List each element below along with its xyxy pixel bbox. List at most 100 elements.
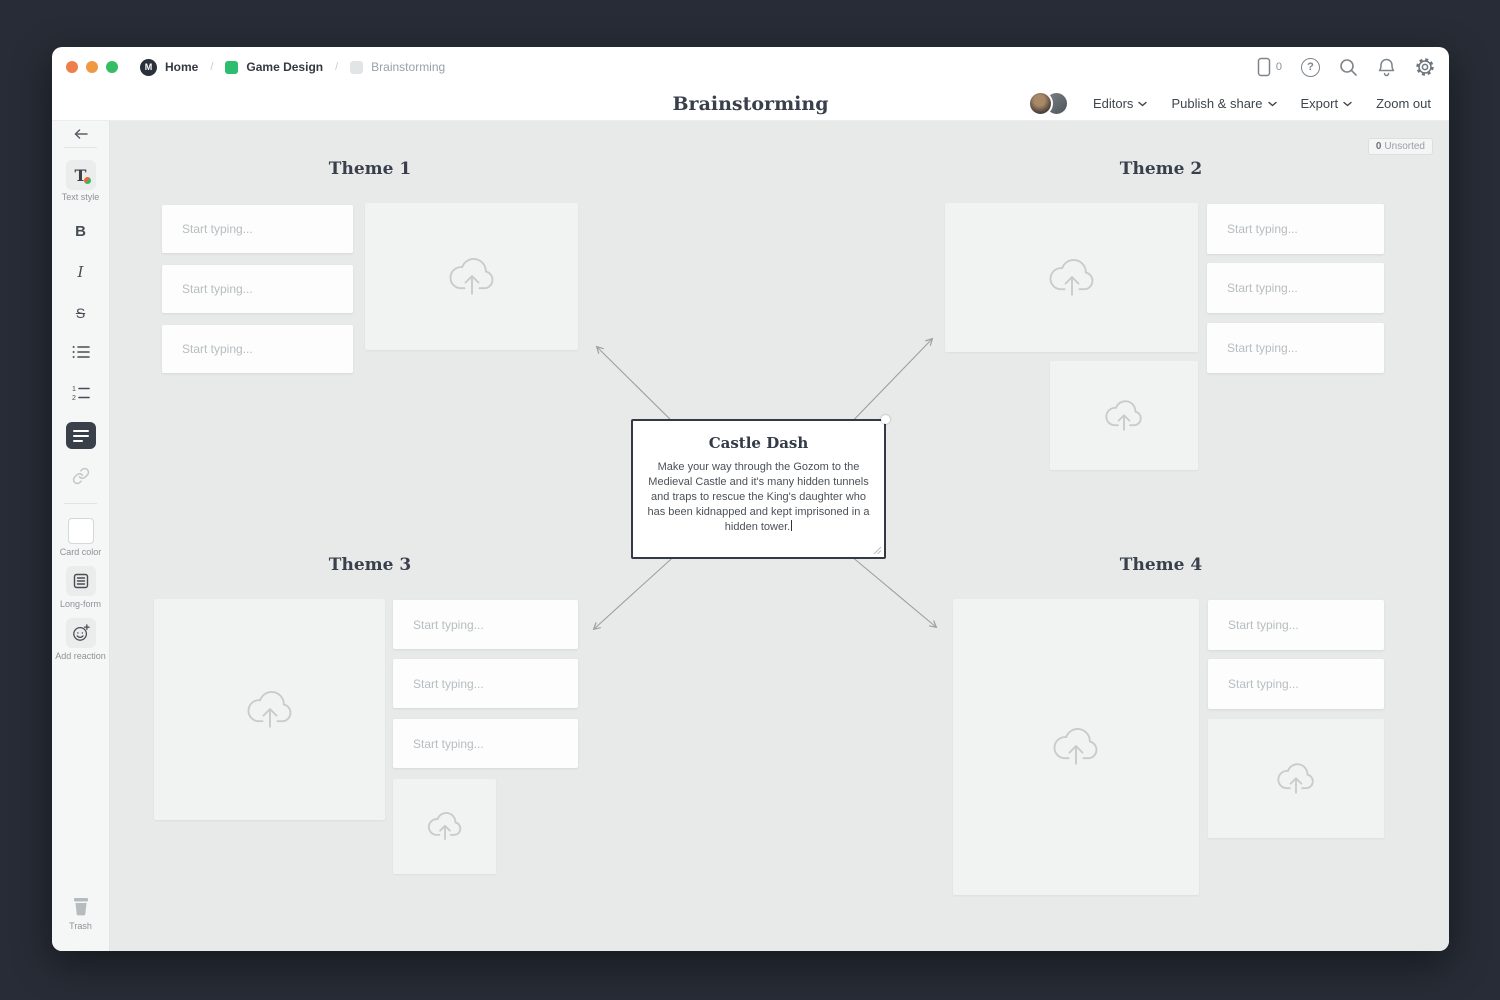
- theme-4-title[interactable]: Theme 4: [1119, 555, 1203, 575]
- avatar[interactable]: [1027, 91, 1053, 116]
- card-color-button[interactable]: [67, 518, 94, 544]
- long-form-button[interactable]: [65, 566, 96, 596]
- editors-label: Editors: [1092, 96, 1134, 111]
- note-card[interactable]: Start typing...: [1207, 323, 1384, 373]
- minimize-window-button[interactable]: [86, 61, 98, 73]
- upload-cloud-icon: [427, 812, 461, 841]
- editors-menu-button[interactable]: Editors: [1092, 96, 1148, 111]
- resize-handle-icon[interactable]: [873, 546, 882, 555]
- breadcrumb-home[interactable]: Home: [165, 60, 199, 74]
- note-placeholder: Start typing...: [413, 676, 484, 691]
- chevron-down-icon: [1343, 101, 1352, 107]
- search-icon[interactable]: [1339, 58, 1358, 77]
- add-reaction-smiley-icon: [72, 624, 90, 641]
- note-placeholder: Start typing...: [1228, 677, 1299, 691]
- theme-1-title[interactable]: Theme 1: [328, 159, 412, 179]
- export-label: Export: [1300, 96, 1339, 111]
- upload-cloud-icon: [449, 257, 493, 295]
- editor-avatars[interactable]: [1027, 91, 1069, 116]
- note-card[interactable]: Start typing...: [1207, 263, 1384, 313]
- add-reaction-button[interactable]: [65, 618, 96, 648]
- add-reaction-label: Add reaction: [55, 651, 106, 661]
- note-placeholder: Start typing...: [182, 222, 253, 236]
- unsorted-count: 0: [1375, 141, 1382, 152]
- chevron-down-icon: [1138, 101, 1148, 107]
- mobile-phone-icon: [1257, 57, 1271, 77]
- title-bar: Brainstorming Editors Publish & share Ex…: [52, 87, 1449, 120]
- breadcrumb-separator: /: [210, 61, 214, 73]
- image-upload-card[interactable]: [1050, 361, 1198, 470]
- note-card[interactable]: Start typing...: [162, 205, 353, 253]
- arrow-left-icon: [74, 129, 88, 139]
- image-upload-card[interactable]: [393, 779, 496, 874]
- image-upload-card[interactable]: [365, 203, 578, 350]
- connector-handle[interactable]: [881, 415, 890, 424]
- chevron-down-icon: [1267, 101, 1277, 107]
- collapse-sidebar-button[interactable]: [69, 123, 93, 145]
- text-card-tool-button[interactable]: [65, 422, 96, 449]
- text-card-icon: [65, 422, 96, 449]
- link-button[interactable]: [72, 467, 90, 485]
- breadcrumb-separator: /: [335, 61, 339, 73]
- upload-cloud-icon: [1049, 258, 1093, 296]
- note-card[interactable]: Start typing...: [393, 659, 578, 708]
- svg-text:1: 1: [72, 386, 76, 393]
- note-placeholder: Start typing...: [182, 342, 253, 356]
- close-window-button[interactable]: [66, 61, 78, 73]
- idea-card-body[interactable]: Make your way through the Gozom to the M…: [647, 461, 870, 533]
- image-upload-card[interactable]: [154, 599, 385, 820]
- zoom-window-button[interactable]: [106, 61, 118, 73]
- link-icon: [72, 467, 89, 485]
- image-upload-card[interactable]: [953, 599, 1199, 895]
- note-card[interactable]: Start typing...: [1207, 204, 1384, 254]
- image-upload-card[interactable]: [1208, 719, 1384, 838]
- numbered-list-icon: 12: [72, 386, 90, 401]
- italic-button[interactable]: I: [77, 263, 84, 281]
- note-placeholder: Start typing...: [1227, 222, 1298, 236]
- note-card[interactable]: Start typing...: [162, 265, 353, 313]
- note-card[interactable]: Start typing...: [393, 600, 578, 649]
- theme-2-title[interactable]: Theme 2: [1119, 159, 1203, 179]
- traffic-lights[interactable]: [66, 61, 118, 73]
- app-window: M Home / Game Design / Brainstorming 0 ?…: [52, 47, 1449, 951]
- breadcrumb-brainstorming[interactable]: Brainstorming: [371, 60, 446, 74]
- bullet-list-button[interactable]: [72, 345, 90, 359]
- notifications-bell-icon[interactable]: [1377, 57, 1396, 77]
- text-style-button[interactable]: T: [65, 160, 96, 190]
- help-button[interactable]: ?: [1301, 57, 1320, 77]
- text-cursor: [791, 520, 793, 531]
- mobile-devices-button[interactable]: 0: [1257, 57, 1282, 77]
- long-form-label: Long-form: [59, 599, 102, 609]
- export-button[interactable]: Export: [1301, 96, 1353, 111]
- note-placeholder: Start typing...: [182, 282, 253, 296]
- note-card[interactable]: Start typing...: [393, 719, 578, 768]
- strikethrough-button[interactable]: S: [75, 305, 86, 321]
- app-logo-icon[interactable]: M: [140, 58, 157, 76]
- note-placeholder: Start typing...: [1227, 341, 1298, 355]
- note-placeholder: Start typing...: [413, 736, 484, 751]
- mobile-count: 0: [1275, 61, 1282, 73]
- note-placeholder: Start typing...: [413, 617, 484, 632]
- theme-3-title[interactable]: Theme 3: [328, 555, 412, 575]
- image-upload-card[interactable]: [945, 203, 1198, 352]
- zoom-out-button[interactable]: Zoom out: [1376, 96, 1431, 111]
- center-idea-card[interactable]: Castle Dash Make your way through the Go…: [631, 415, 890, 559]
- note-card[interactable]: Start typing...: [162, 325, 353, 373]
- idea-card-title: Castle Dash: [708, 434, 809, 452]
- card-color-label: Card color: [59, 547, 102, 557]
- settings-gear-icon[interactable]: [1415, 57, 1435, 77]
- trash-button[interactable]: [70, 895, 92, 917]
- breadcrumb-game-design[interactable]: Game Design: [246, 60, 324, 74]
- long-form-document-icon: [73, 573, 88, 589]
- publish-share-button[interactable]: Publish & share: [1171, 96, 1277, 111]
- note-card[interactable]: Start typing...: [1208, 659, 1384, 709]
- bold-button[interactable]: B: [75, 222, 86, 240]
- publish-share-label: Publish & share: [1171, 96, 1263, 111]
- upload-cloud-icon: [247, 690, 291, 728]
- note-card[interactable]: Start typing...: [1208, 600, 1384, 650]
- connector-arrows: [592, 337, 938, 631]
